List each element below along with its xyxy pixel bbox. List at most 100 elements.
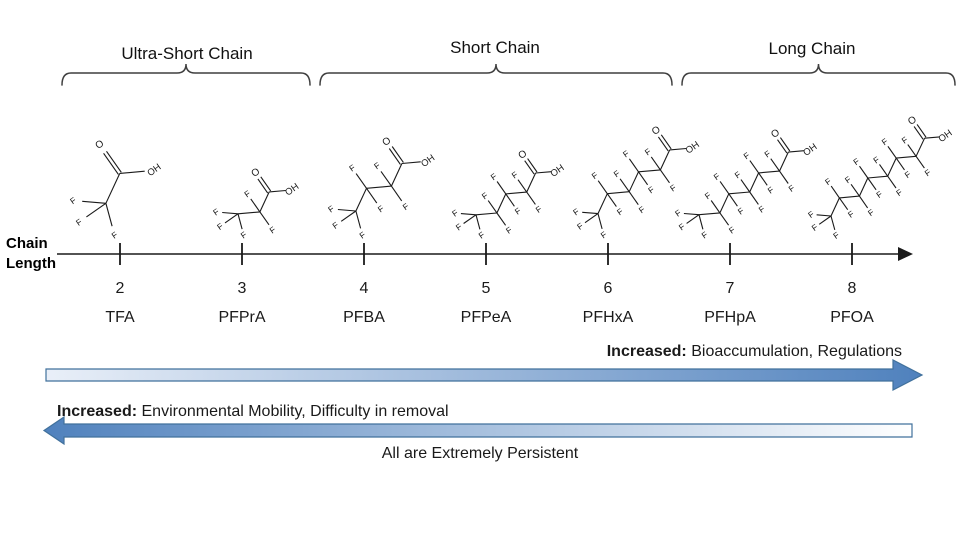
bond [838,197,848,210]
bond [487,200,498,214]
bond [606,193,617,208]
bond [581,211,598,215]
bond [259,191,270,213]
bond [887,145,897,159]
atom-label: F [809,222,819,233]
bond [749,172,759,193]
bond [103,152,120,175]
bond [237,213,243,230]
atom-label: F [110,229,120,240]
atom-label: F [732,169,742,180]
atom-label: O [769,127,782,141]
chain-length-value-2: 2 [115,280,125,297]
bond [778,170,789,184]
bond [380,170,393,187]
atom-label: F [571,206,581,217]
bond [776,139,788,154]
atom-label: O [650,124,663,138]
bond [628,171,639,193]
atom-label: F [668,183,678,194]
bond [105,203,113,227]
atom-label: F [642,146,652,157]
bond [460,212,476,216]
bond [924,136,940,139]
atom-label: F [871,154,881,165]
atom-label: F [242,188,252,199]
chain-length-value-3: 3 [237,280,247,297]
atom-label: O [906,114,919,128]
atom-label: F [806,209,816,220]
atom-label: F [843,174,853,185]
bond [250,198,261,213]
atom-label: F [874,189,884,200]
bond [788,150,805,153]
atom-label: F [902,169,912,180]
bond [389,148,402,165]
atom-label: F [765,185,775,196]
bond [505,191,527,195]
atom-label: F [741,150,751,161]
bond [915,155,925,169]
atom-label: F [533,204,543,215]
bond [867,177,877,190]
bond [105,173,121,204]
bond [886,157,897,177]
bond [86,202,107,218]
bond [660,134,672,150]
atom-label: F [727,225,737,236]
bond [237,211,260,215]
bond [659,149,670,171]
atom-label: F [673,207,683,218]
bond [224,213,239,224]
bond [391,185,403,202]
bond [830,197,840,216]
bond [758,170,780,174]
atom-label: F [267,224,277,235]
bond [830,215,836,230]
bond [839,195,860,199]
bond [749,160,759,174]
bond [740,179,751,193]
bond [392,146,405,163]
bond [650,156,661,171]
bond [597,213,603,230]
brace-icon-1 [319,63,673,86]
atom-label: F [699,229,709,240]
bond [637,171,648,186]
bond [779,137,791,152]
brace-icon-0 [61,63,311,86]
bond [758,172,768,186]
bond [366,187,378,204]
group-title-short-chain: Short Chain [450,38,540,57]
compound-name-PFPrA: PFPrA [218,309,266,326]
atom-label: F [736,205,746,216]
bond [597,180,608,195]
atom-label: F [615,206,625,217]
compound-name-PFHxA: PFHxA [582,309,634,326]
bond [858,195,868,208]
atom-label: F [512,205,522,216]
bond [517,179,527,193]
bioaccumulation-arrow [45,359,924,391]
atom-label: F [450,207,460,218]
bond [698,212,720,216]
bond [878,163,888,177]
bond [269,189,286,193]
mobility-label-text: Environmental Mobility, Difficulty in re… [137,403,449,420]
bond [496,193,506,214]
bond [338,208,357,212]
atom-label: O [249,166,262,180]
bond [778,151,789,172]
